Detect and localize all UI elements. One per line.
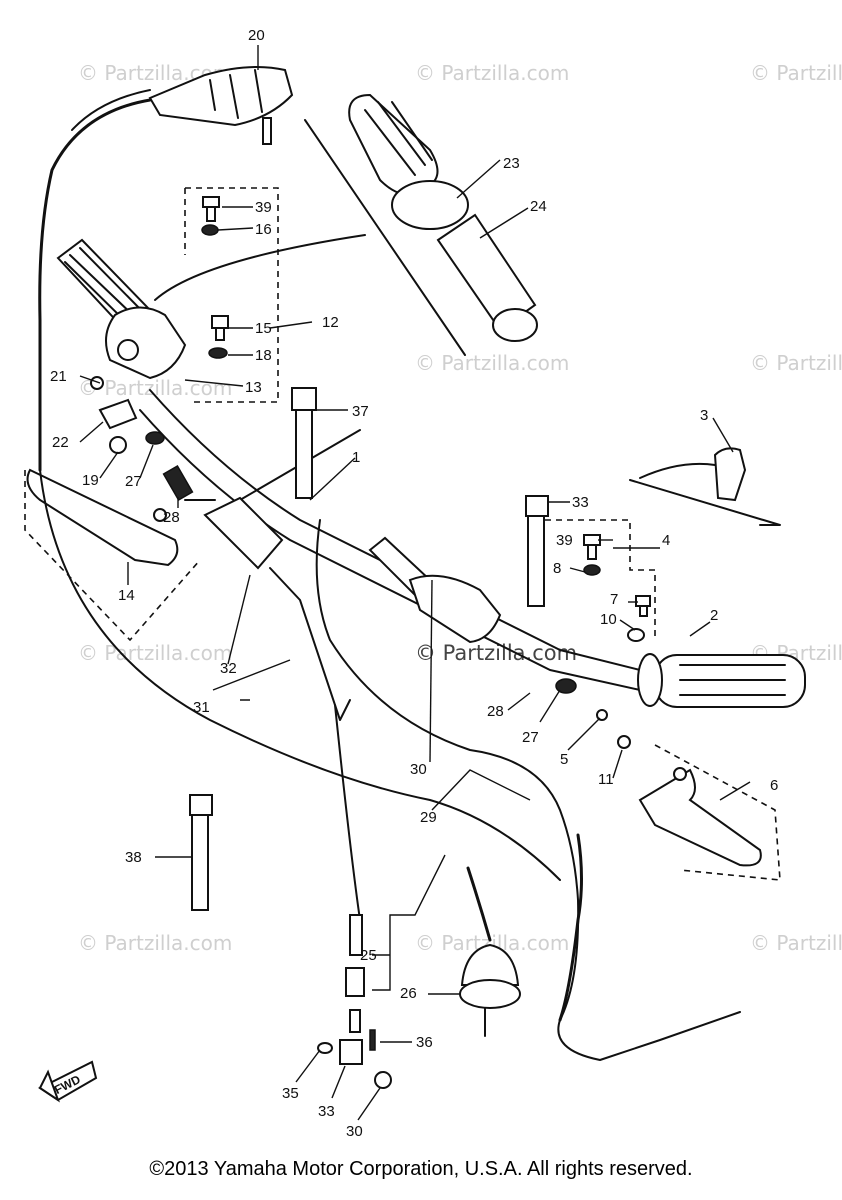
watermark: © Partzilla.com	[750, 61, 842, 85]
part-number-label: 25	[360, 947, 377, 964]
part-number-label: 29	[420, 809, 437, 826]
throttle-housing	[38, 65, 294, 472]
part-number-label: 33	[572, 494, 589, 511]
part-number-label: 3	[700, 407, 708, 424]
part-number-label: 39	[255, 199, 272, 216]
part-number-label: 28	[487, 703, 504, 720]
spare-grip-group	[154, 93, 538, 356]
part-number-label: 36	[416, 1034, 433, 1051]
watermark: © Partzilla.com	[750, 931, 842, 955]
part-number-label: 30	[346, 1123, 363, 1140]
switch-housing	[203, 496, 284, 570]
part-number-label: 32	[220, 660, 237, 677]
part-number-label: 39	[556, 532, 573, 549]
part-number-label: 27	[125, 473, 142, 490]
part-number-label: 7	[610, 591, 618, 608]
part-number-label: 31	[193, 699, 210, 716]
part-number-label: 26	[400, 985, 417, 1002]
part-number-label: 21	[50, 368, 67, 385]
part-number-label: 13	[245, 379, 262, 396]
part-number-label: 22	[52, 434, 69, 451]
watermark: © Partzilla.com	[415, 61, 569, 85]
watermark: © Partzilla.com	[78, 931, 232, 955]
watermark: © Partzilla.com	[750, 351, 842, 375]
part-number-label: 15	[255, 320, 272, 337]
part-number-label: 6	[770, 777, 778, 794]
part-number-label: 24	[530, 198, 547, 215]
part-number-label: 8	[553, 560, 561, 577]
part-number-label: 33	[318, 1103, 335, 1120]
part-number-label: 19	[82, 472, 99, 489]
part-number-label: 16	[255, 221, 272, 238]
part-number-label: 30	[410, 761, 427, 778]
part-number-label: 10	[600, 611, 617, 628]
part-number-label: 27	[522, 729, 539, 746]
part-number-label: 5	[560, 751, 568, 768]
part-number-label: 2	[710, 607, 718, 624]
cable-adjuster-left	[162, 464, 216, 502]
tie-straps	[189, 387, 549, 911]
right-lever	[638, 744, 781, 881]
right-screws	[555, 534, 651, 749]
forward-arrow: FWD	[38, 1060, 98, 1103]
left-lever	[24, 468, 201, 642]
part-number-label: 11	[598, 771, 614, 788]
cable-runs	[39, 469, 741, 1061]
part-number-label: 28	[163, 509, 180, 526]
part-number-label: 4	[662, 532, 670, 549]
watermark: © Partzilla.com	[415, 351, 569, 375]
part-number-label: 14	[118, 587, 135, 604]
part-number-label: 38	[125, 849, 142, 866]
watermark-center: © Partzilla.com	[415, 641, 577, 665]
left-grip-assembly	[56, 238, 187, 454]
screw-39	[201, 196, 229, 359]
cable-cup	[459, 943, 521, 1037]
leader-lines	[79, 45, 751, 1121]
part-number-label: 37	[352, 403, 369, 420]
copyright-notice: ©2013 Yamaha Motor Corporation, U.S.A. A…	[149, 1158, 693, 1180]
part-number-label: 23	[503, 155, 520, 172]
exploded-box-outline	[184, 187, 279, 403]
part-number-label: 12	[322, 314, 339, 331]
part-number-label: 1	[352, 449, 360, 466]
lower-fittings	[317, 914, 392, 1089]
watermark: © Partzilla.com	[78, 641, 232, 665]
right-switch	[629, 447, 781, 526]
part-number-label: 18	[255, 347, 272, 364]
part-number-label: 35	[282, 1085, 299, 1102]
exploded-box-outline	[545, 519, 656, 640]
part-number-label: 20	[248, 27, 265, 44]
right-grip	[637, 653, 806, 708]
